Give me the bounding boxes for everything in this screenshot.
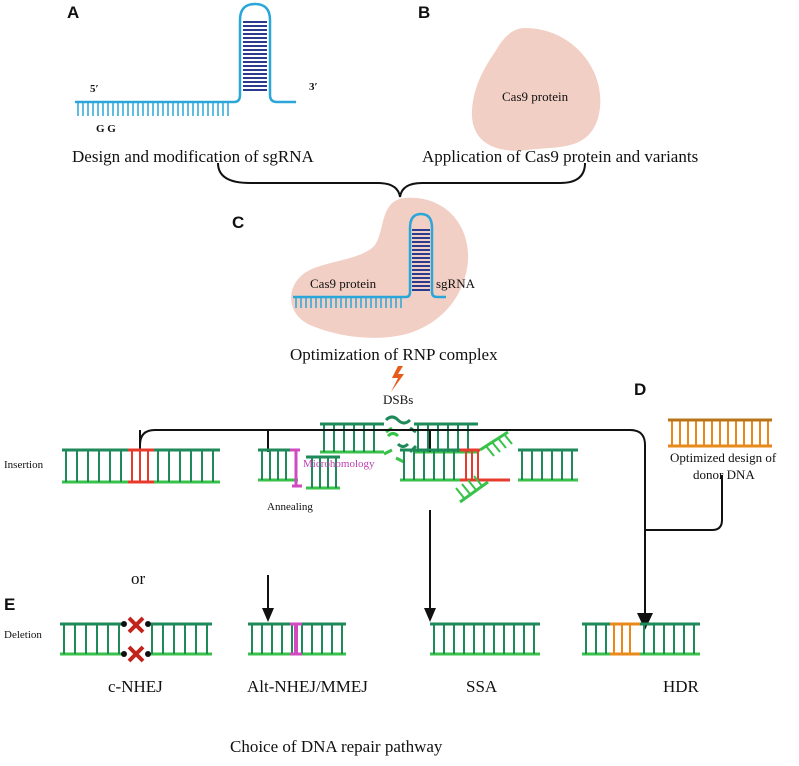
sgrna-structure — [75, 2, 296, 116]
rnp-protein-shape — [291, 197, 469, 338]
rnp-sgrna-stem-rungs — [412, 229, 430, 291]
alt-nhej-dna-product — [248, 622, 346, 656]
panel-label-e: E — [4, 595, 15, 614]
insertion-dna-duplex — [62, 448, 220, 484]
rnp-sgrna-structure — [293, 212, 446, 308]
panel-label-d: D — [634, 380, 646, 399]
annealing-label: Annealing — [267, 501, 313, 513]
donor-dna-duplex — [668, 418, 772, 448]
five-prime-label: 5′ — [90, 83, 99, 95]
cas9-caption: Application of Cas9 protein and variants — [422, 147, 698, 166]
rnp-cas9-label: Cas9 protein — [310, 276, 377, 291]
arrowhead-ssa-icon — [424, 608, 436, 622]
dsb-label: DSBs — [383, 392, 413, 407]
pathway-tree-lines — [139, 429, 723, 615]
donor-label-line2: donor DNA — [693, 467, 755, 482]
lightning-bolt-icon — [391, 366, 404, 392]
microhomology-label: Microhomology — [303, 458, 375, 470]
pathway-arrowheads — [262, 608, 653, 630]
insertion-label: Insertion — [4, 459, 44, 471]
sgrna-caption: Design and modification of sgRNA — [72, 147, 314, 166]
sgrna-spacer-ticks — [77, 102, 229, 116]
pathway-label-alt-nhej: Alt-NHEJ/MMEJ — [247, 677, 368, 696]
microhomology-dna-intermediate — [258, 448, 340, 490]
ssa-dna-product — [430, 622, 540, 656]
gg-label: G G — [96, 123, 116, 135]
deletion-label: Deletion — [4, 629, 42, 641]
dsb-break-fragments — [383, 415, 418, 464]
panel-label-b: B — [418, 3, 430, 22]
rnp-caption: Optimization of RNP complex — [290, 345, 498, 364]
or-label: or — [131, 569, 146, 588]
cas9-protein-label: Cas9 protein — [502, 89, 569, 104]
hdr-dna-product — [582, 622, 700, 656]
pathway-label-hdr: HDR — [663, 677, 700, 696]
pathway-label-ssa: SSA — [466, 677, 498, 696]
rnp-sgrna-spacer-ticks — [295, 297, 402, 308]
panel-label-a: A — [67, 3, 79, 22]
pathway-label-c-nhej: c-NHEJ — [108, 677, 163, 696]
donor-label-line1: Optimized design of — [670, 450, 777, 465]
merge-brace — [217, 162, 586, 198]
deletion-dna-duplex — [60, 616, 212, 663]
cas9-protein-shape — [471, 28, 601, 151]
arrowhead-alt-nhej-icon — [262, 608, 274, 622]
arrowhead-hdr-icon — [637, 613, 653, 630]
panel-label-c: C — [232, 213, 244, 232]
three-prime-label: 3′ — [309, 81, 318, 93]
rnp-sgrna-label: sgRNA — [436, 276, 476, 291]
dsb-dna-duplex — [320, 422, 478, 454]
bottom-caption: Choice of DNA repair pathway — [230, 737, 443, 756]
sgrna-stem-rungs — [243, 21, 267, 91]
ssa-dna-intermediate — [400, 430, 578, 504]
